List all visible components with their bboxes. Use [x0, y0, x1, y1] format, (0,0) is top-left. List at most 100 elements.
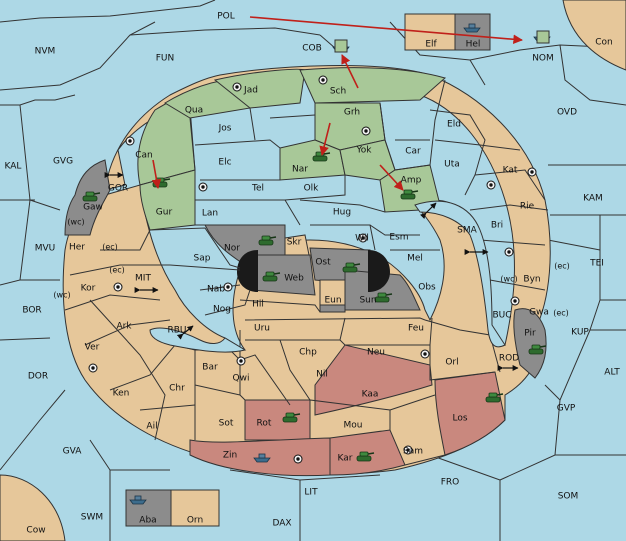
strait-markers: [104, 172, 519, 371]
label-olk: Olk: [304, 184, 320, 194]
label-yok: Yok: [355, 146, 372, 156]
province-pir[interactable]: [513, 308, 547, 379]
label-sot: Sot: [219, 419, 234, 429]
supply-center: [318, 75, 328, 85]
label-gvp: GVP: [557, 404, 576, 414]
label-con: Con: [595, 38, 613, 48]
label-skr: Skr: [287, 238, 302, 248]
label-uru: Uru: [254, 324, 270, 334]
label-gwa: Gwa: [529, 308, 549, 318]
label-jad: Jad: [243, 86, 258, 96]
label-kaa: Kaa: [362, 390, 379, 400]
label-chp: Chp: [299, 348, 317, 358]
supply-center: [527, 167, 537, 177]
label-grh: Grh: [344, 108, 360, 118]
label-aba: Aba: [139, 516, 156, 526]
capital-cap-east: [368, 250, 390, 292]
province-orn[interactable]: [170, 489, 220, 527]
label-nor: Nor: [224, 244, 240, 254]
label-dor: DOR: [28, 372, 48, 382]
province-aba[interactable]: [125, 489, 172, 527]
supply-center: [113, 282, 123, 292]
label-hug: Hug: [333, 208, 351, 218]
label-ost: Ost: [315, 258, 331, 268]
label-kor: Kor: [81, 284, 96, 294]
label-lit: LIT: [304, 488, 318, 498]
label-nar: Nar: [292, 165, 308, 175]
label-ver: Ver: [85, 343, 100, 353]
label-web: Web: [284, 274, 304, 284]
label-nab: Nab: [207, 285, 225, 295]
nom-marker: [536, 30, 550, 44]
label-orn: Orn: [187, 516, 203, 526]
label-can: Can: [135, 151, 153, 161]
supply-center: [223, 282, 233, 292]
label-swm: SWM: [81, 513, 103, 523]
order-arrows: [151, 16, 523, 191]
label-gur: Gur: [156, 208, 173, 218]
label-nog: Nog: [213, 305, 231, 315]
label-byn-ec: (ec): [554, 262, 570, 271]
order-arrow: [341, 54, 359, 89]
label-ken: Ken: [113, 389, 130, 399]
label-pol: POL: [217, 12, 235, 22]
label-neu: Neu: [367, 348, 385, 358]
label-zin: Zin: [223, 451, 237, 461]
label-kup: KUP: [571, 328, 589, 338]
label-amp: Amp: [401, 176, 422, 186]
label-byn: Byn: [523, 275, 540, 285]
province-kaa[interactable]: [314, 344, 433, 416]
label-fun: FUN: [156, 54, 175, 64]
label-gwa-ec: (ec): [553, 309, 569, 318]
label-mel: Mel: [407, 254, 423, 264]
label-qua: Qua: [185, 106, 203, 116]
label-mit: MIT: [135, 274, 151, 284]
label-uta: Uta: [444, 160, 460, 170]
label-gvg: GVG: [53, 157, 73, 167]
label-her-ec: (ec): [102, 243, 118, 252]
province-jad[interactable]: [213, 68, 306, 109]
label-rie: Rie: [520, 202, 535, 212]
label-qwi: Qwi: [233, 374, 250, 384]
supply-center: [358, 233, 368, 243]
label-feu: Feu: [408, 324, 424, 334]
label-rod: ROD: [499, 354, 519, 364]
label-buc: BUC: [492, 311, 511, 321]
label-hil: Hil: [252, 300, 264, 310]
label-mou: Mou: [344, 421, 363, 431]
province-sun-strip: [319, 304, 346, 313]
supply-center: [293, 454, 303, 464]
label-kor-ec: (ec): [109, 266, 125, 275]
label-bri: Bri: [491, 221, 503, 231]
supply-center: [403, 445, 413, 455]
province-web[interactable]: [249, 254, 316, 296]
label-kar: Kar: [338, 454, 353, 464]
label-hel: Hel: [466, 40, 481, 50]
label-elc: Elc: [218, 158, 231, 168]
cob-marker: [334, 39, 348, 53]
province-sch[interactable]: [299, 67, 447, 104]
province-rot[interactable]: [244, 399, 311, 441]
label-fro: FRO: [441, 478, 460, 488]
sea-sma-inlet: [414, 200, 506, 348]
supply-centers: [88, 75, 537, 464]
label-gva: GVA: [63, 447, 83, 457]
label-kal: KAL: [5, 162, 22, 172]
label-car: Car: [405, 147, 421, 157]
label-ark: Ark: [116, 322, 132, 332]
label-gor: GOR: [108, 184, 128, 194]
label-sap: Sap: [194, 254, 211, 264]
label-mvu: MVU: [35, 244, 56, 254]
supply-center: [125, 136, 135, 146]
label-rbu: RBU: [167, 326, 186, 336]
province-borders: [64, 79, 549, 466]
label-tei: TEI: [589, 259, 604, 269]
province-los[interactable]: [434, 371, 506, 456]
supply-center: [504, 247, 514, 257]
label-sam: Sam: [403, 447, 423, 457]
province-sun[interactable]: [344, 269, 421, 311]
label-gaw: Gaw: [83, 203, 103, 213]
label-lan: Lan: [202, 209, 218, 219]
label-alt: ALT: [604, 368, 620, 378]
